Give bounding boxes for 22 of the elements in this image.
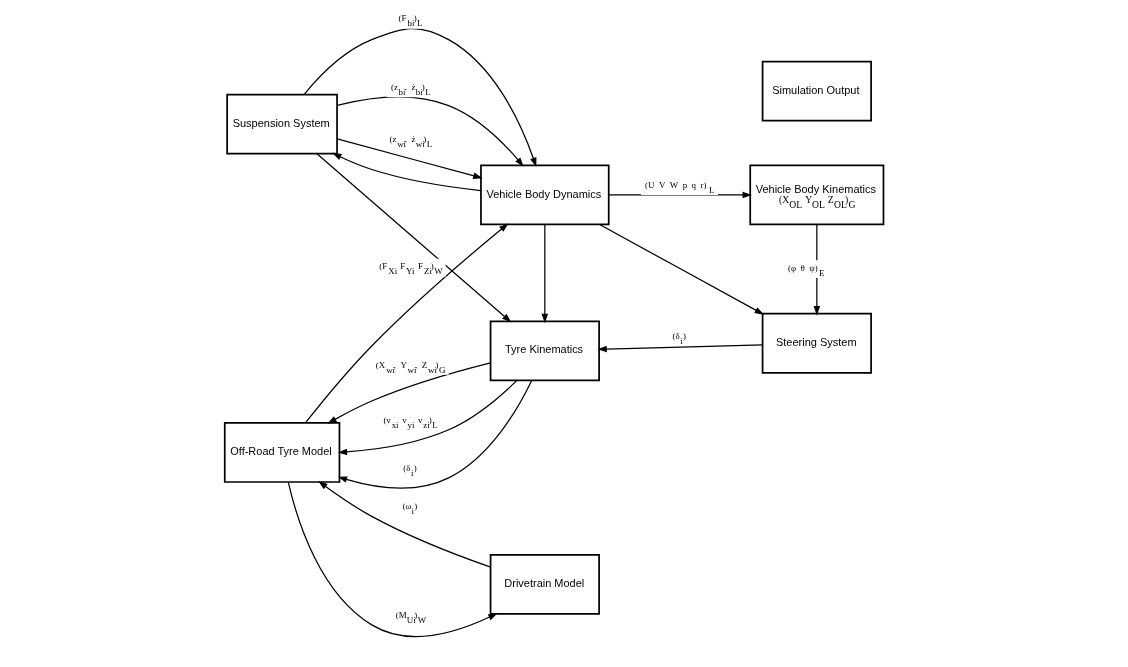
- arrow: [318, 481, 492, 568]
- arrow: [608, 191, 752, 199]
- node-box: Tyre Kinematics: [489, 320, 600, 382]
- node-box: Vehicle Body Dynamics: [480, 164, 610, 226]
- arrow: [332, 152, 482, 192]
- node-box: Suspension System: [226, 93, 338, 155]
- arrow: [336, 138, 483, 179]
- arrow: [336, 96, 524, 167]
- node-box: Off-Road Tyre Model: [223, 422, 341, 483]
- arrow: [303, 28, 537, 168]
- arrow: [337, 379, 533, 489]
- arrow: [599, 223, 764, 315]
- node-box: Drivetrain Model: [489, 553, 600, 615]
- arrow: [287, 481, 498, 637]
- arrow: [327, 362, 492, 424]
- arrow: [305, 223, 509, 424]
- arrow: [337, 379, 518, 456]
- arrow: [541, 223, 549, 324]
- node-box: Steering System: [761, 312, 872, 374]
- arrow: [597, 344, 764, 353]
- arrow: [316, 153, 512, 323]
- node-box: Simulation Output: [761, 60, 872, 122]
